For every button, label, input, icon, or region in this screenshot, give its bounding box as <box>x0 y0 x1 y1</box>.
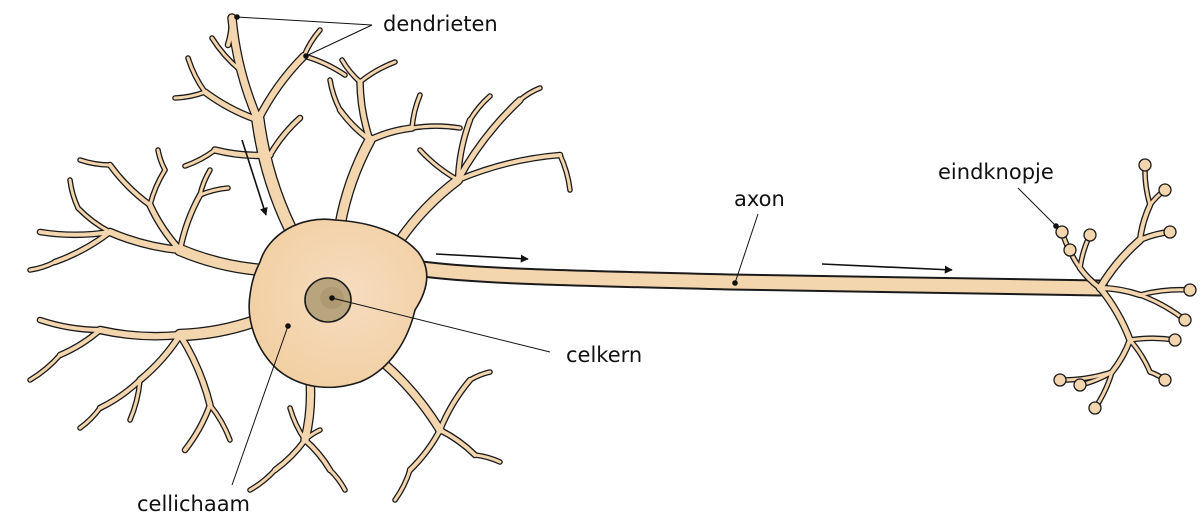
leader-lines <box>231 16 1057 486</box>
arrow-dendrite-to-soma <box>241 139 268 216</box>
nucleus <box>304 277 352 323</box>
dendrite-fills <box>28 14 572 502</box>
label-axon: axon <box>734 187 785 211</box>
label-terminal: eindknopje <box>938 160 1054 184</box>
label-nucleus: celkern <box>566 343 642 367</box>
axon <box>406 259 1109 297</box>
signal-arrows <box>241 139 953 274</box>
terminal-knob <box>1053 373 1067 387</box>
terminal-knob <box>1178 313 1192 327</box>
terminal-knob <box>1138 158 1152 172</box>
terminal-knob <box>1073 378 1087 392</box>
terminal-knob <box>1158 183 1172 197</box>
terminal-knob <box>1083 228 1097 242</box>
terminal-knob <box>1183 283 1197 297</box>
terminal-knob <box>1063 243 1077 257</box>
terminal-knob <box>1168 333 1182 347</box>
terminal-knob <box>1055 225 1069 239</box>
label-dendrites: dendrieten <box>383 12 498 36</box>
arrow-soma-to-axon <box>435 253 529 263</box>
leader-dots <box>234 14 1059 329</box>
terminal-knob <box>1163 225 1177 239</box>
arrow-along-axon <box>821 263 953 274</box>
label-cell-body: cellichaam <box>137 492 250 516</box>
terminal-knob <box>1088 401 1102 415</box>
terminal-knob <box>1158 373 1172 387</box>
terminal-knobs <box>1053 158 1197 415</box>
